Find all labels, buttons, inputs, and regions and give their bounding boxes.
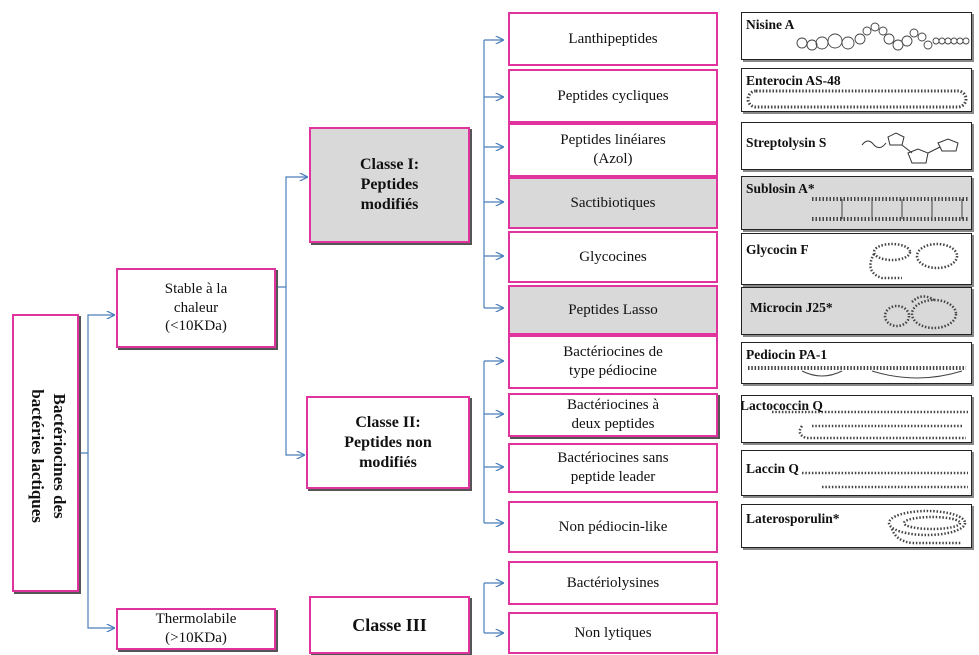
subclass-pediocine-line1: Bactériocines de [563,344,663,361]
subclass-bacteriolysines: Bactériolysines [508,561,718,605]
subclass-peptides-lineaires-line1: Peptides linéiares [560,132,666,149]
heat-stable-line2: chaleur [173,299,219,316]
example-sublosin-label: Sublosin A* [746,181,815,196]
example-microcin-label: Microcin J25* [750,300,833,315]
class-1-line2: Peptides [360,176,419,193]
laccin-structure-icon [802,471,968,489]
example-laterosporulin: Laterosporulin* [741,504,972,548]
heat-stable-line3: (<10KDa) [165,318,227,335]
subclass-non-pediocin-like: Non pédiocin-like [508,501,718,553]
subclass-non-lytiques-label: Non lytiques [574,624,652,641]
sublosin-structure-icon [812,197,968,221]
example-nisin-label: Nisine A [746,17,795,32]
root-label-line2: bactéries lactiques [28,389,47,523]
subclass-lanthipeptides: Lanthipeptides [508,12,718,66]
subclass-deux-peptides: Bactériocines à deux peptides [508,393,718,437]
subclass-sans-leader-line1: Bactériocines sans [557,450,669,467]
thermolabile-line2: (>10KDa) [165,630,227,646]
glycocin-structure-icon [869,242,959,280]
subclass-peptides-cycliques: Peptides cycliques [508,69,718,123]
pediocin-structure-icon [748,366,966,379]
class-3-label: Classe III [352,614,427,635]
subclass-sactibiotiques: Sactibiotiques [508,177,718,229]
subclass-non-lytiques: Non lytiques [508,612,718,654]
enterocin-structure-icon [746,89,968,109]
class-2-node: Classe II: Peptides non modifiés [306,396,470,489]
subclass-pediocine: Bactériocines de type pédiocine [508,335,718,389]
root-label-line1: Bactériocines des [50,393,70,519]
subclass-deux-peptides-line2: deux peptides [571,416,655,432]
example-enterocin: Enterocin AS-48 [741,68,972,112]
subclass-glycocines: Glycocines [508,231,718,283]
example-nisin: Nisine A [741,12,972,60]
subclass-peptides-cycliques-label: Peptides cycliques [557,87,669,104]
example-pediocin: Pediocin PA-1 [741,342,972,384]
heat-stable-node: Stable à la chaleur (<10KDa) [116,268,276,348]
subclass-lanthipeptides-label: Lanthipeptides [568,30,658,47]
root-label: Bactériocines des bactéries lactiques [26,316,70,596]
example-sublosin: Sublosin A* [741,176,972,230]
subclass-bacteriolysines-label: Bactériolysines [566,574,660,591]
heat-stable-line1: Stable à la [164,280,228,297]
class-1-line1: Classe I: [359,156,420,173]
subclass-peptides-lasso-label: Peptides Lasso [568,301,658,318]
class-2-line2: Peptides non [344,433,432,451]
thermolabile-line1: Thermolabile [155,611,237,628]
subclass-pediocine-line2: type pédiocine [569,363,657,379]
example-laterosporulin-label: Laterosporulin* [746,511,840,526]
example-enterocin-label: Enterocin AS-48 [746,73,841,88]
class-3-node: Classe III [309,596,470,654]
class-1-line3: modifiés [360,196,419,213]
laterosporulin-structure-icon [887,509,967,545]
subclass-sans-leader: Bactériocines sans peptide leader [508,443,718,493]
subclass-sans-leader-line2: peptide leader [570,469,656,485]
class-2-line3: modifiés [359,453,417,471]
class-2-line1: Classe II: [355,413,421,431]
example-lactococcin-label: Lactococcin Q [741,398,823,413]
example-pediocin-label: Pediocin PA-1 [746,347,828,362]
example-microcin: Microcin J25* [741,287,972,335]
class-1-node: Classe I: Peptides modifiés [309,127,470,243]
example-glycocin-label: Glycocin F [746,242,809,257]
subclass-sactibiotiques-label: Sactibiotiques [570,194,656,211]
root-node: Bactériocines des bactéries lactiques [12,314,79,592]
example-lactococcin: Lactococcin Q [741,395,972,443]
example-glycocin: Glycocin F [741,233,972,285]
subclass-glycocines-label: Glycocines [579,248,647,265]
example-laccin-label: Laccin Q [746,461,799,476]
streptolysin-structure-icon [861,132,959,164]
example-laccin: Laccin Q [741,450,972,496]
example-streptolysin: Streptolysin S [741,122,972,170]
subclass-peptides-lasso: Peptides Lasso [508,285,718,335]
subclass-peptides-lineaires: Peptides linéiares (Azol) [508,123,718,177]
microcin-structure-icon [883,295,958,330]
example-streptolysin-label: Streptolysin S [746,135,827,150]
nisin-structure-icon [796,22,970,51]
subclass-deux-peptides-line1: Bactériocines à [566,397,660,414]
subclass-peptides-lineaires-line2: (Azol) [593,151,633,167]
subclass-non-pediocin-like-label: Non pédiocin-like [558,518,668,535]
thermolabile-node: Thermolabile (>10KDa) [116,608,276,650]
